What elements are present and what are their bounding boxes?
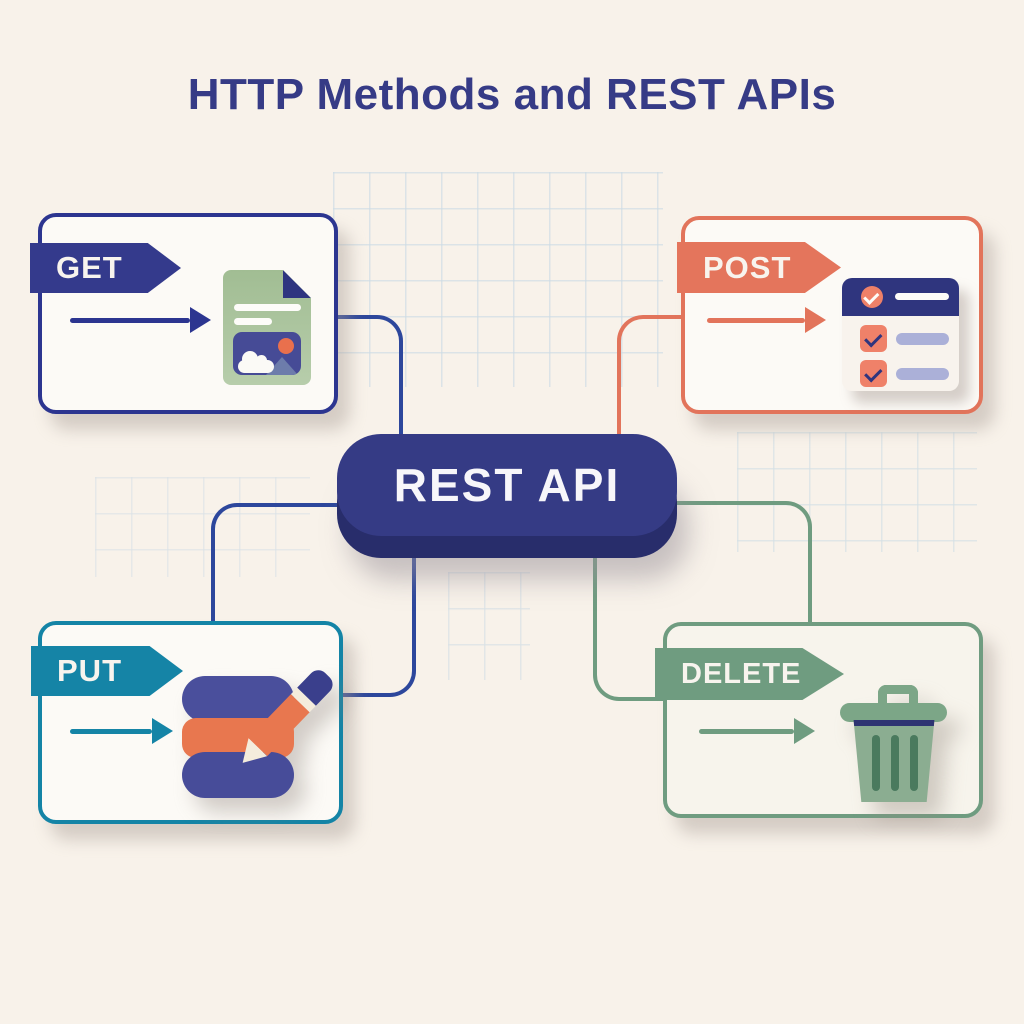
connector-rest-to-put-top bbox=[211, 503, 341, 625]
get-arrow-icon bbox=[70, 307, 211, 333]
trash-can-icon bbox=[836, 679, 951, 809]
rest-api-node: REST API bbox=[337, 434, 677, 536]
page-title: HTTP Methods and REST APIs bbox=[187, 70, 837, 119]
image-thumbnail-icon bbox=[233, 332, 301, 375]
text-line bbox=[234, 304, 301, 311]
checkmark-icon bbox=[863, 363, 882, 382]
delete-arrow-icon bbox=[699, 718, 815, 744]
connector-rest-to-delete-side bbox=[593, 556, 667, 701]
post-method-card: POST bbox=[677, 216, 983, 414]
put-method-card: PUT bbox=[31, 621, 343, 824]
trash-slat bbox=[910, 735, 918, 791]
database-edit-icon bbox=[182, 666, 337, 798]
cloud-icon bbox=[238, 360, 274, 373]
header-text-line bbox=[895, 293, 949, 300]
page-fold-icon bbox=[283, 270, 311, 298]
text-line bbox=[234, 318, 272, 325]
put-arrow-icon bbox=[70, 718, 173, 744]
sun-icon bbox=[278, 338, 294, 354]
get-label: GET bbox=[56, 250, 123, 285]
delete-tag: DELETE bbox=[655, 648, 844, 700]
rest-api-label: REST API bbox=[393, 459, 621, 511]
post-arrow-icon bbox=[707, 307, 826, 333]
put-tag: PUT bbox=[31, 646, 183, 696]
row-text-line bbox=[896, 333, 949, 345]
trash-body bbox=[853, 720, 935, 802]
get-method-card: GET bbox=[30, 213, 338, 414]
trash-lid bbox=[840, 703, 947, 722]
checklist-form-icon bbox=[842, 278, 959, 391]
checkmark-icon bbox=[863, 328, 882, 347]
connector-rest-to-put-side bbox=[335, 556, 416, 697]
delete-label: DELETE bbox=[681, 657, 802, 690]
connector-post-to-rest bbox=[617, 315, 685, 441]
checkbox-icon bbox=[860, 360, 887, 387]
database-disk bbox=[182, 752, 294, 798]
trash-slat bbox=[891, 735, 899, 791]
checkbox-icon bbox=[860, 325, 887, 352]
connector-get-to-rest bbox=[330, 315, 403, 441]
trash-rim bbox=[853, 720, 935, 726]
delete-method-card: DELETE bbox=[655, 622, 983, 818]
document-image-icon bbox=[223, 270, 311, 385]
post-tag: POST bbox=[677, 242, 841, 293]
trash-slat bbox=[872, 735, 880, 791]
row-text-line bbox=[896, 368, 949, 380]
checkmark-icon bbox=[863, 288, 880, 305]
put-label: PUT bbox=[57, 653, 122, 688]
check-circle-icon bbox=[861, 286, 883, 308]
graph-paper-pattern bbox=[448, 572, 530, 680]
connector-rest-to-delete-top bbox=[677, 501, 812, 626]
trash-handle bbox=[878, 685, 918, 708]
get-tag: GET bbox=[30, 243, 181, 293]
post-label: POST bbox=[703, 249, 792, 285]
